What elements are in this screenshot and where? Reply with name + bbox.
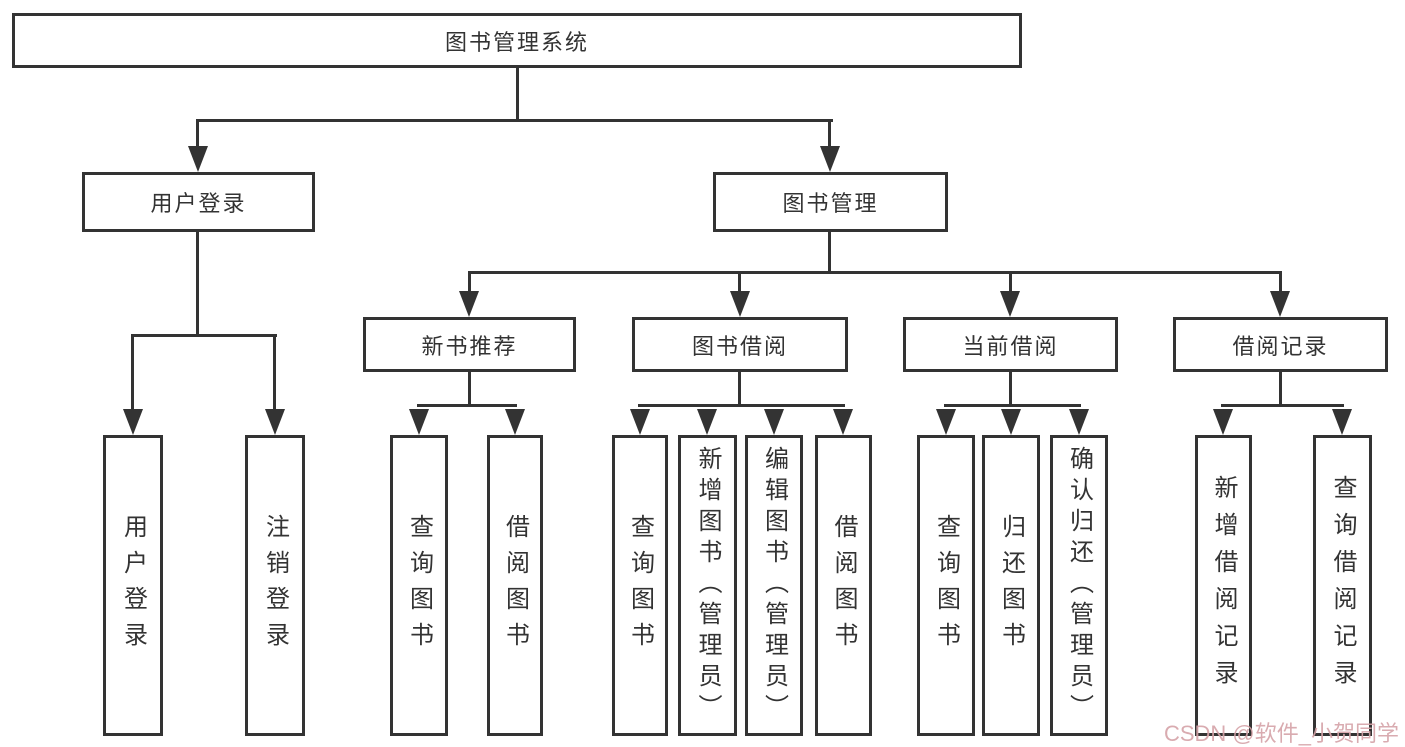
leaf-user-login: 用户登录 [103, 435, 163, 736]
connector-line [944, 404, 1081, 407]
leaf-borrow-books-recommend: 借阅图书 [487, 435, 543, 736]
leaf-return-books: 归还图书 [982, 435, 1040, 736]
arrow-down-icon [730, 291, 750, 317]
connector-line [273, 336, 276, 410]
connector-line [828, 230, 831, 274]
arrow-down-icon [820, 146, 840, 172]
leaf-label: 查询图书 [932, 513, 960, 658]
leaf-label: 编辑图书（管理员） [760, 446, 788, 725]
arrow-down-icon [188, 146, 208, 172]
leaf-label: 借阅图书 [501, 513, 529, 658]
node-current-borrowing: 当前借阅 [903, 317, 1118, 372]
arrow-down-icon [833, 409, 853, 435]
arrow-down-icon [1000, 291, 1020, 317]
arrow-down-icon [1069, 409, 1089, 435]
connector-line [1009, 370, 1012, 407]
leaf-query-borrow-record: 查询借阅记录 [1313, 435, 1372, 736]
connector-line [638, 404, 845, 407]
connector-line [1221, 404, 1344, 407]
node-label: 图书管理系统 [444, 29, 589, 55]
connector-line [468, 273, 471, 295]
connector-line [417, 404, 517, 407]
leaf-label: 查询图书 [405, 513, 433, 658]
leaf-label: 用户登录 [119, 513, 147, 658]
leaf-edit-books-admin: 编辑图书（管理员） [745, 435, 803, 736]
node-user-login: 用户登录 [82, 172, 315, 232]
leaf-borrow-books: 借阅图书 [815, 435, 872, 736]
node-label: 用户登录 [150, 191, 247, 216]
connector-line [1009, 273, 1012, 295]
leaf-label: 注销登录 [261, 513, 289, 658]
csdn-watermark: CSDN @软件_小贺同学 [1163, 721, 1399, 746]
leaf-label: 查询图书 [626, 513, 654, 658]
leaf-label: 归还图书 [997, 513, 1025, 658]
leaf-label: 确认归还（管理员） [1065, 446, 1093, 725]
node-library-management-system: 图书管理系统 [12, 13, 1022, 68]
arrow-down-icon [1001, 409, 1021, 435]
node-new-book-recommendation: 新书推荐 [363, 317, 576, 372]
arrow-down-icon [1332, 409, 1352, 435]
node-book-borrowing: 图书借阅 [632, 317, 848, 372]
connector-line [131, 334, 277, 337]
leaf-confirm-return-admin: 确认归还（管理员） [1050, 435, 1108, 736]
arrow-down-icon [1213, 409, 1233, 435]
leaf-query-books-current: 查询图书 [917, 435, 975, 736]
arrow-down-icon [697, 409, 717, 435]
node-label: 图书借阅 [691, 333, 788, 359]
connector-line [1279, 370, 1282, 407]
leaf-logout: 注销登录 [245, 435, 305, 736]
connector-line [131, 336, 134, 410]
arrow-down-icon [1270, 291, 1290, 317]
leaf-add-borrow-record: 新增借阅记录 [1195, 435, 1252, 736]
node-borrowing-records: 借阅记录 [1173, 317, 1388, 372]
node-label: 借阅记录 [1232, 333, 1329, 359]
leaf-label: 新增图书（管理员） [694, 446, 721, 725]
connector-line [1279, 273, 1282, 295]
node-book-management: 图书管理 [713, 172, 948, 232]
connector-line [516, 66, 519, 121]
arrow-down-icon [936, 409, 956, 435]
node-label: 新书推荐 [421, 333, 518, 359]
arrow-down-icon [265, 409, 285, 435]
connector-line [196, 119, 833, 122]
node-label: 当前借阅 [962, 333, 1059, 359]
arrow-down-icon [123, 409, 143, 435]
leaf-query-books-borrow: 查询图书 [612, 435, 668, 736]
arrow-down-icon [630, 409, 650, 435]
leaf-label: 新增借阅记录 [1210, 474, 1237, 697]
node-label: 图书管理 [782, 191, 879, 216]
leaf-query-books-recommend: 查询图书 [390, 435, 448, 736]
connector-line [196, 230, 199, 336]
arrow-down-icon [409, 409, 429, 435]
leaf-label: 查询借阅记录 [1329, 474, 1356, 697]
connector-line [196, 119, 199, 149]
arrow-down-icon [764, 409, 784, 435]
connector-line [468, 271, 1282, 274]
connector-line [738, 273, 741, 295]
arrow-down-icon [459, 291, 479, 317]
connector-line [828, 119, 831, 149]
connector-line [468, 370, 471, 407]
leaf-label: 借阅图书 [830, 513, 857, 658]
leaf-add-books-admin: 新增图书（管理员） [678, 435, 737, 736]
arrow-down-icon [505, 409, 525, 435]
connector-line [738, 370, 741, 407]
